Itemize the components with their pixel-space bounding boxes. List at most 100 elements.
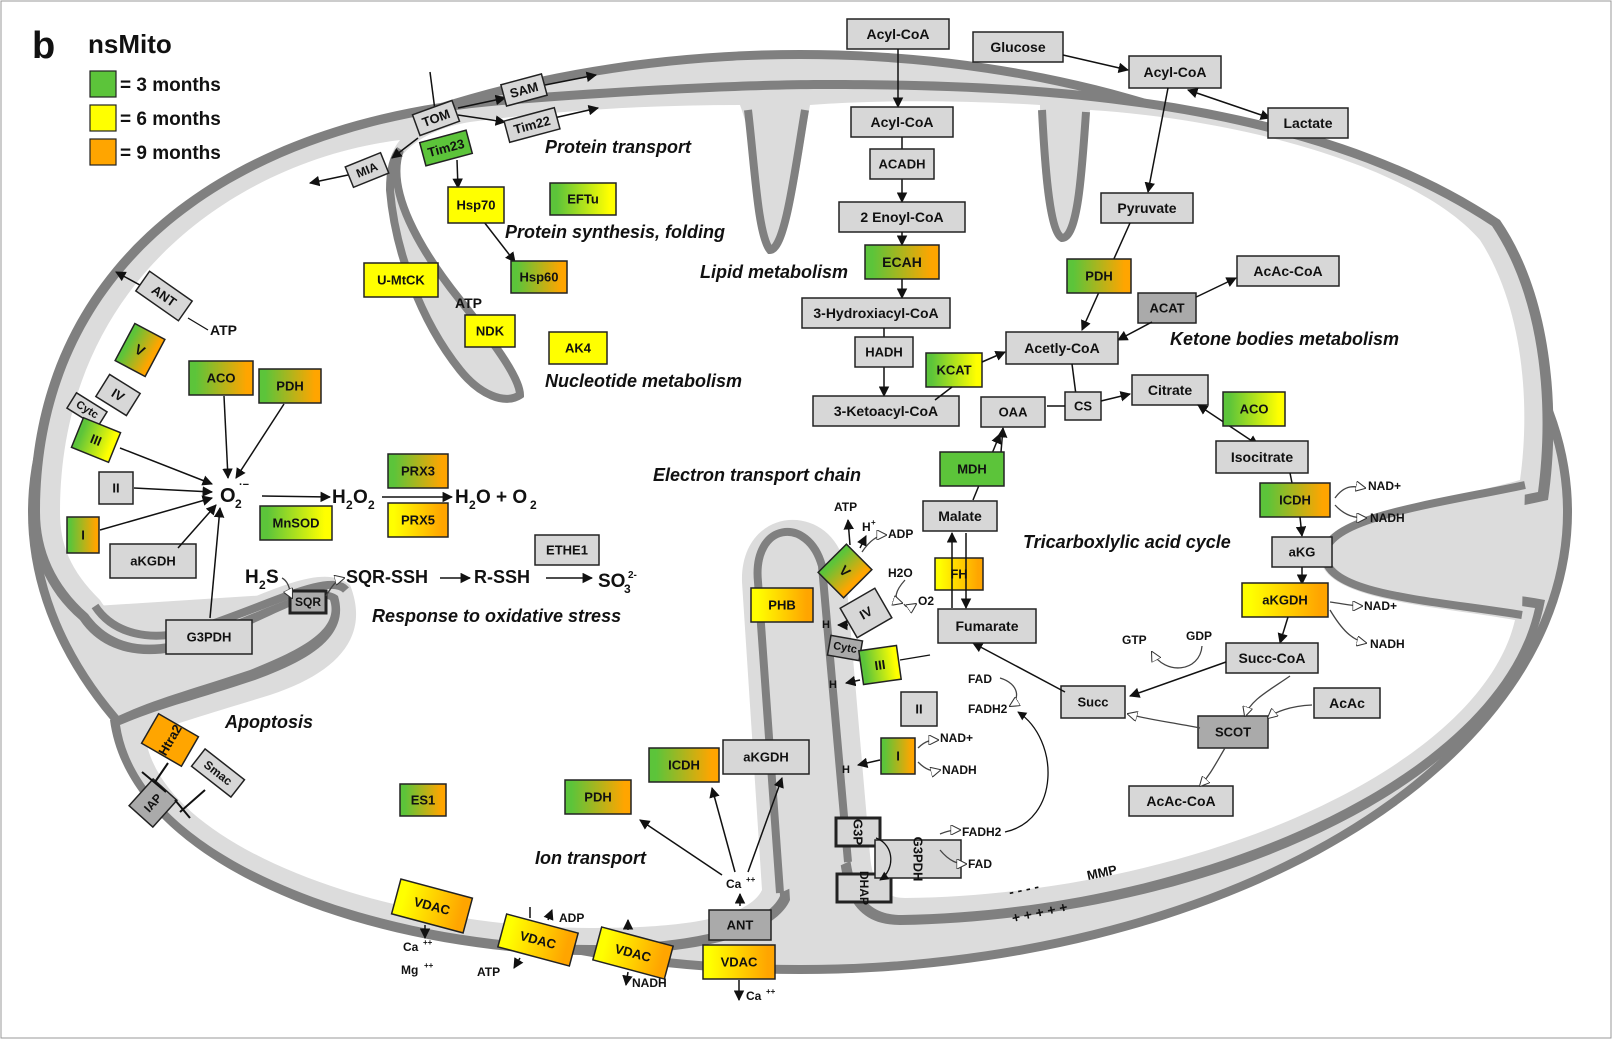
node-isocitrate: Isocitrate <box>1215 440 1309 474</box>
flow-arrow <box>177 504 217 549</box>
atp-label: ATP <box>455 295 482 311</box>
acadh-label: ACADH <box>879 157 926 172</box>
node-aco-r: ACO <box>1222 391 1286 427</box>
nad-plus-label: NAD+ <box>940 731 973 745</box>
node-tim22: Tim22 <box>503 106 561 144</box>
pdh-r-label: PDH <box>1085 269 1112 284</box>
cs-label: CS <box>1074 399 1092 414</box>
node-phb: PHB <box>750 587 814 623</box>
flow-arrow <box>1129 661 1227 698</box>
node-ethe1: ETHE1 <box>534 534 600 566</box>
mdh-label: MDH <box>957 462 987 477</box>
pdh-l-label: PDH <box>276 379 303 394</box>
sulfite-subscript: 3 <box>624 582 631 596</box>
flow-arrow <box>1189 277 1237 301</box>
ii-r-label: II <box>915 702 922 717</box>
succ-label: Succ <box>1077 695 1108 710</box>
cofactor-arrow <box>903 604 916 607</box>
iii-r-label: III <box>874 657 887 673</box>
ecah-label: ECAH <box>882 254 922 270</box>
node-iii-l: III <box>70 416 122 464</box>
glucose-label: Glucose <box>990 39 1045 55</box>
node-akgdh-l: aKGDH <box>109 543 197 579</box>
node-iii-r: III <box>857 644 903 686</box>
cofactor-arrow <box>939 849 966 864</box>
flow-arrow <box>747 777 784 873</box>
node-malate: Malate <box>922 500 998 532</box>
flow-arrow <box>483 221 516 263</box>
node-tom: TOM <box>411 99 461 137</box>
magnesium-sup: ++ <box>424 961 434 970</box>
adp-label: ADP <box>888 527 913 541</box>
node-umtck: U-MtCK <box>363 262 439 298</box>
nad-plus-label: NAD+ <box>1364 599 1397 613</box>
node-aco-l: ACO <box>188 360 254 396</box>
node-scot: SCOT <box>1197 715 1269 749</box>
sam-label: SAM <box>508 79 540 101</box>
proton-label: H <box>842 764 850 776</box>
acylcoa-top-label: Acyl-CoA <box>866 26 929 42</box>
node-enoyl: 2 Enoyl-CoA <box>838 201 966 233</box>
proton-label: H <box>822 619 830 631</box>
node-ak4: AK4 <box>548 331 608 365</box>
sulfite-superscript: 2- <box>628 570 637 581</box>
node-i-r: I <box>880 737 916 775</box>
legend-label: = 6 months <box>120 109 221 130</box>
flow-arrow <box>543 909 554 921</box>
calcium-sup: ++ <box>746 875 756 884</box>
hydroxi-label: 3-Hydroxiacyl-CoA <box>813 305 938 321</box>
lactate-label: Lactate <box>1283 115 1332 131</box>
isocitrate-label: Isocitrate <box>1231 449 1293 465</box>
node-acetyl: Acetly-CoA <box>1005 331 1119 365</box>
node-succ: Succ <box>1060 685 1126 719</box>
flow-line <box>899 654 931 661</box>
kcat-label: KCAT <box>936 363 971 378</box>
node-smac: Smac <box>190 747 246 799</box>
node-vdac1: VDAC <box>390 878 474 934</box>
acat-label: ACAT <box>1149 301 1184 316</box>
node-oaa: OAA <box>980 396 1046 428</box>
node-hydroxi: 3-Hydroxiacyl-CoA <box>801 297 951 329</box>
node-fumarate: Fumarate <box>937 608 1037 644</box>
node-mdh: MDH <box>939 451 1005 487</box>
node-tim23: Tim23 <box>418 129 474 167</box>
citrate-label: Citrate <box>1148 382 1193 398</box>
flow-arrow <box>513 957 524 969</box>
node-ecah: ECAH <box>864 244 940 280</box>
mnsod-label: MnSOD <box>273 516 320 531</box>
node-mia: MIA <box>344 151 390 189</box>
legend-swatch <box>89 70 117 98</box>
cofactor-arrow <box>1152 645 1203 669</box>
scot-label: SCOT <box>1215 725 1251 740</box>
akgdh-l-label: aKGDH <box>130 554 176 569</box>
flow-arrow <box>1071 363 1077 396</box>
fadh2-link <box>1004 711 1049 833</box>
node-acac: AcAc <box>1313 687 1381 719</box>
node-v-l: V <box>114 322 166 378</box>
cofactor-arrow <box>875 837 892 881</box>
node-hsp60: Hsp60 <box>510 260 568 294</box>
cofactor-arrow <box>1329 609 1366 643</box>
cofactor-arrow <box>861 535 886 553</box>
node-sam: SAM <box>499 73 549 107</box>
acylcoa-r-label: Acyl-CoA <box>1143 64 1206 80</box>
node-ii-l: II <box>98 471 134 505</box>
prx3-label: PRX3 <box>401 464 435 479</box>
flow-arrow <box>843 518 854 546</box>
r-ssh-label: R-SSH <box>474 567 530 587</box>
superoxide-subscript: 2 <box>235 497 242 511</box>
flow-arrow <box>972 642 1066 693</box>
nadh-label: NADH <box>1370 511 1405 525</box>
flow-arrow <box>391 137 419 159</box>
node-icdh-b: ICDH <box>648 747 720 783</box>
acetoacetylcoa-top-label: AcAc-CoA <box>1253 263 1322 279</box>
proton-sup: + <box>871 518 876 527</box>
flow-arrow <box>544 71 598 86</box>
node-ant-b: ANT <box>708 909 772 941</box>
atp-label: ATP <box>477 965 500 979</box>
cofactor-arrow <box>939 830 960 834</box>
calcium-label: Ca <box>403 940 419 954</box>
node-citrate: Citrate <box>1131 374 1209 406</box>
g3p-label: G3P <box>851 819 866 845</box>
